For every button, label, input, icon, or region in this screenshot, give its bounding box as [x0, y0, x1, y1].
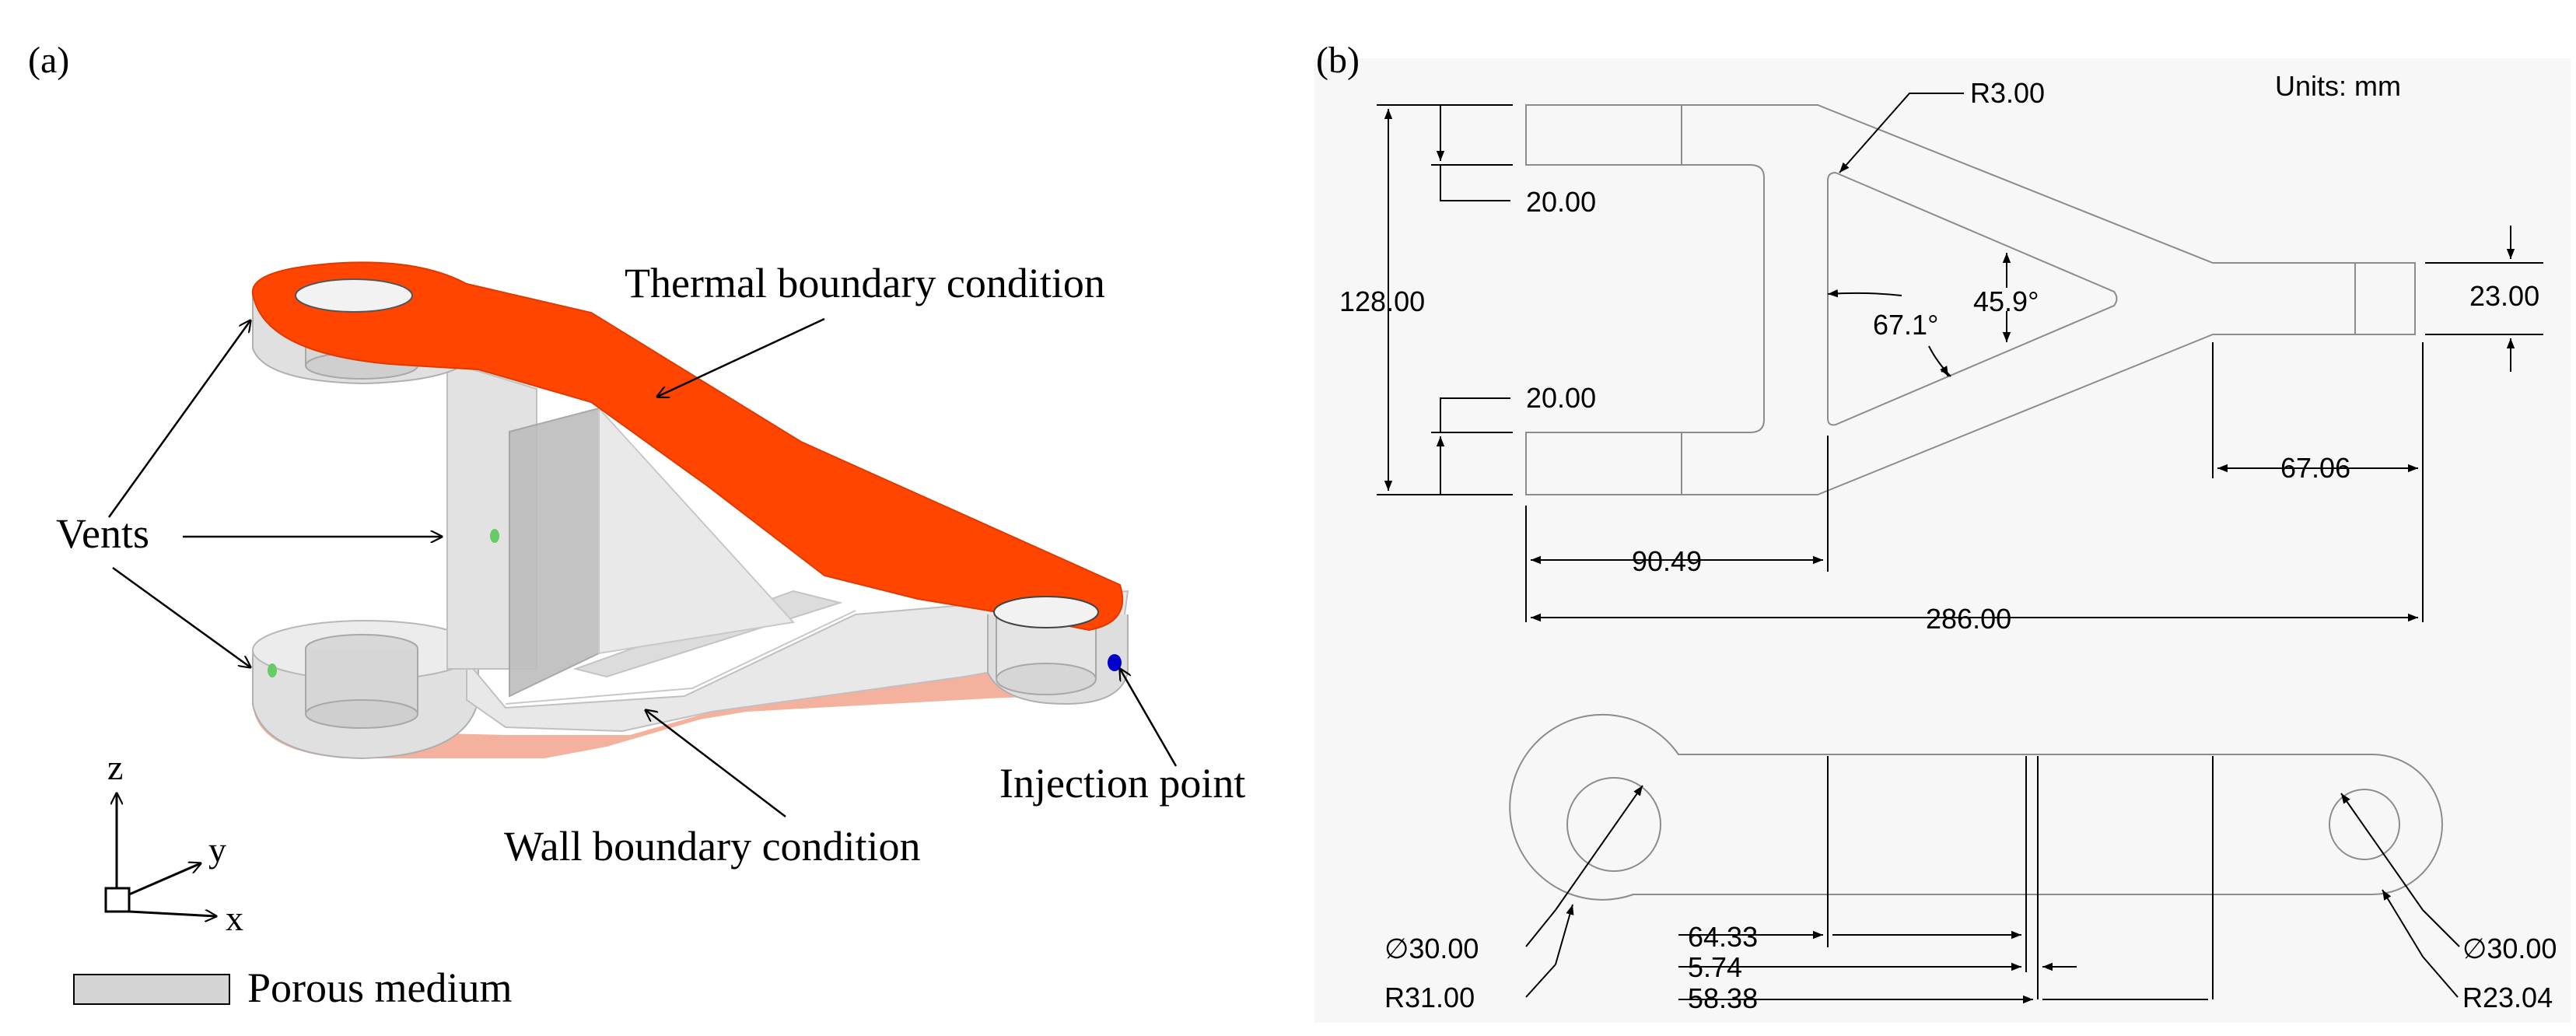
callout-arrows [107, 317, 1178, 817]
porous-legend-label: Porous medium [247, 964, 513, 1011]
dim-128: 128.00 [1339, 285, 1425, 317]
dim-574: 5.74 [1688, 951, 1742, 983]
panel-a-label: (a) [28, 40, 69, 81]
dim-20-bottom: 20.00 [1526, 382, 1596, 414]
axis-x-label: x [226, 898, 243, 938]
dim-9049: 90.49 [1632, 545, 1702, 577]
dim-5838: 58.38 [1688, 982, 1758, 1014]
dim-angle-45: 45.9° [1973, 285, 2039, 317]
dim-phi30-right: ∅30.00 [2462, 933, 2557, 964]
vent-marker-middle [490, 529, 499, 543]
injection-callout: Injection point [999, 760, 1245, 807]
side-view-outline [1509, 713, 2443, 901]
axis-z-label: z [107, 747, 123, 787]
dim-angle-67: 67.1° [1873, 309, 1938, 341]
drawing-sheet [1314, 58, 2571, 1023]
vents-callout: Vents [56, 510, 149, 557]
vent-marker-bottom [268, 663, 277, 677]
panel-b-label: (b) [1316, 40, 1360, 81]
dim-20-top: 20.00 [1526, 186, 1596, 218]
panel-a: (a) [28, 40, 1245, 1011]
dim-23: 23.00 [2469, 280, 2539, 312]
dim-6433: 64.33 [1688, 921, 1758, 953]
inner-web [509, 407, 600, 698]
thermal-top-face [251, 261, 1124, 632]
top-view-dimensions [1377, 93, 2543, 622]
dim-phi30-left: ∅30.00 [1384, 933, 1479, 964]
panel-b: (b) Units: mm [1314, 40, 2571, 1023]
dim-r31: R31.00 [1384, 982, 1475, 1013]
axis-y-label: y [208, 830, 226, 870]
axis-triad [104, 793, 216, 916]
thermal-callout: Thermal boundary condition [625, 260, 1105, 306]
top-view-outline [1525, 104, 2416, 495]
dim-286: 286.00 [1926, 603, 2011, 635]
dim-r3: R3.00 [1970, 77, 2045, 109]
injection-marker [1108, 654, 1122, 671]
porous-legend-swatch [73, 974, 230, 1005]
dim-6706: 67.06 [2280, 452, 2350, 484]
side-view-dimensions [1525, 756, 2460, 1004]
right-top-hole [993, 596, 1099, 628]
units-note: Units: mm [2275, 70, 2401, 102]
dim-r2304: R23.04 [2462, 982, 2553, 1013]
wall-callout: Wall boundary condition [504, 823, 921, 870]
left-top-hole [295, 278, 413, 313]
